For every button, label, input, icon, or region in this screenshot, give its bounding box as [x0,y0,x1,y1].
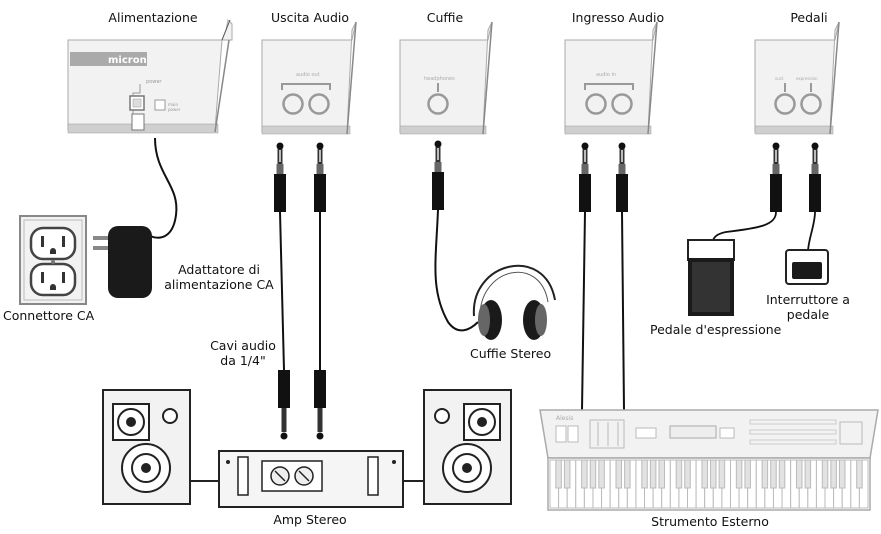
label-connettore-ca: Connettore CA [3,308,95,323]
black-key [581,459,588,489]
pedal-cables [712,142,821,253]
svg-text:main: main [168,102,178,107]
label-amp-stereo: Amp Stereo [273,512,347,527]
black-key [795,459,803,489]
svg-text:expression: expression [796,76,818,81]
black-key [761,459,769,489]
header-cuffie: Cuffie [426,10,464,25]
label-strumento-esterno: Strumento Esterno [651,514,769,529]
black-key [555,459,562,489]
label-interruttore-line1: Interruttore a [766,292,850,307]
label-cavi-line1: Cavi audio [210,338,276,353]
audio-in-cables [579,142,628,411]
speaker-left [102,389,191,505]
label-adattatore-line1: Adattatore di [178,262,260,277]
power-cable [149,137,178,239]
black-key [718,459,726,489]
ac-adapter [93,226,152,298]
black-key [710,459,717,489]
svg-text:sust: sust [775,76,784,81]
audio-out-cables [274,142,326,440]
black-key [821,459,829,489]
black-key [744,459,751,489]
svg-text:audio in: audio in [596,72,616,78]
black-key [658,459,665,489]
svg-text:power: power [168,107,181,112]
label-cavi-audio: Cavi audio da 1/4" [200,338,286,368]
external-keyboard: Alesis [539,409,879,511]
ac-outlet [19,215,87,305]
svg-text:headphones: headphones [424,76,455,82]
header-alimentazione: Alimentazione [108,10,198,25]
label-adattatore-line2: alimentazione CA [164,277,274,292]
black-key [624,459,631,489]
black-key [641,459,648,489]
black-key [649,459,657,489]
black-key [838,459,846,489]
label-interruttore-line2: pedale [786,307,830,322]
pedals-panel: sust expression [754,21,840,135]
label-interruttore: Interruttore a pedale [760,292,856,322]
header-uscita-audio: Uscita Audio [270,10,350,25]
black-key [675,459,683,489]
label-adattatore: Adattatore di alimentazione CA [158,262,280,292]
expression-pedal [687,239,735,316]
audio-out-panel: audio out [261,21,357,135]
black-key [615,459,623,489]
label-pedale-espressione: Pedale d'espressione [650,322,782,337]
label-cavi-line2: da 1/4" [220,353,266,368]
sustain-footswitch [785,249,829,285]
header-ingresso-audio: Ingresso Audio [571,10,665,25]
black-key [684,459,691,489]
svg-text:Alesis: Alesis [556,415,573,422]
black-key [589,459,597,489]
headphones [432,140,556,340]
label-cuffie-stereo: Cuffie Stereo [470,346,552,361]
black-key [856,459,863,489]
stereo-amp [218,450,404,508]
svg-text:power: power [146,79,162,85]
black-key [804,459,812,489]
headphones-panel: headphones [399,21,493,135]
black-key [598,459,605,489]
svg-text:audio out: audio out [296,72,320,78]
header-pedali: Pedali [790,10,828,25]
speaker-right [423,389,512,505]
black-key [701,459,708,489]
black-key [735,459,743,489]
brand-logo: micron [108,55,147,66]
black-key [770,459,777,489]
power-panel: micron power main power [67,18,233,134]
black-key [778,459,786,489]
black-key [563,459,571,489]
black-key [830,459,837,489]
audio-in-panel: audio in [564,21,658,135]
